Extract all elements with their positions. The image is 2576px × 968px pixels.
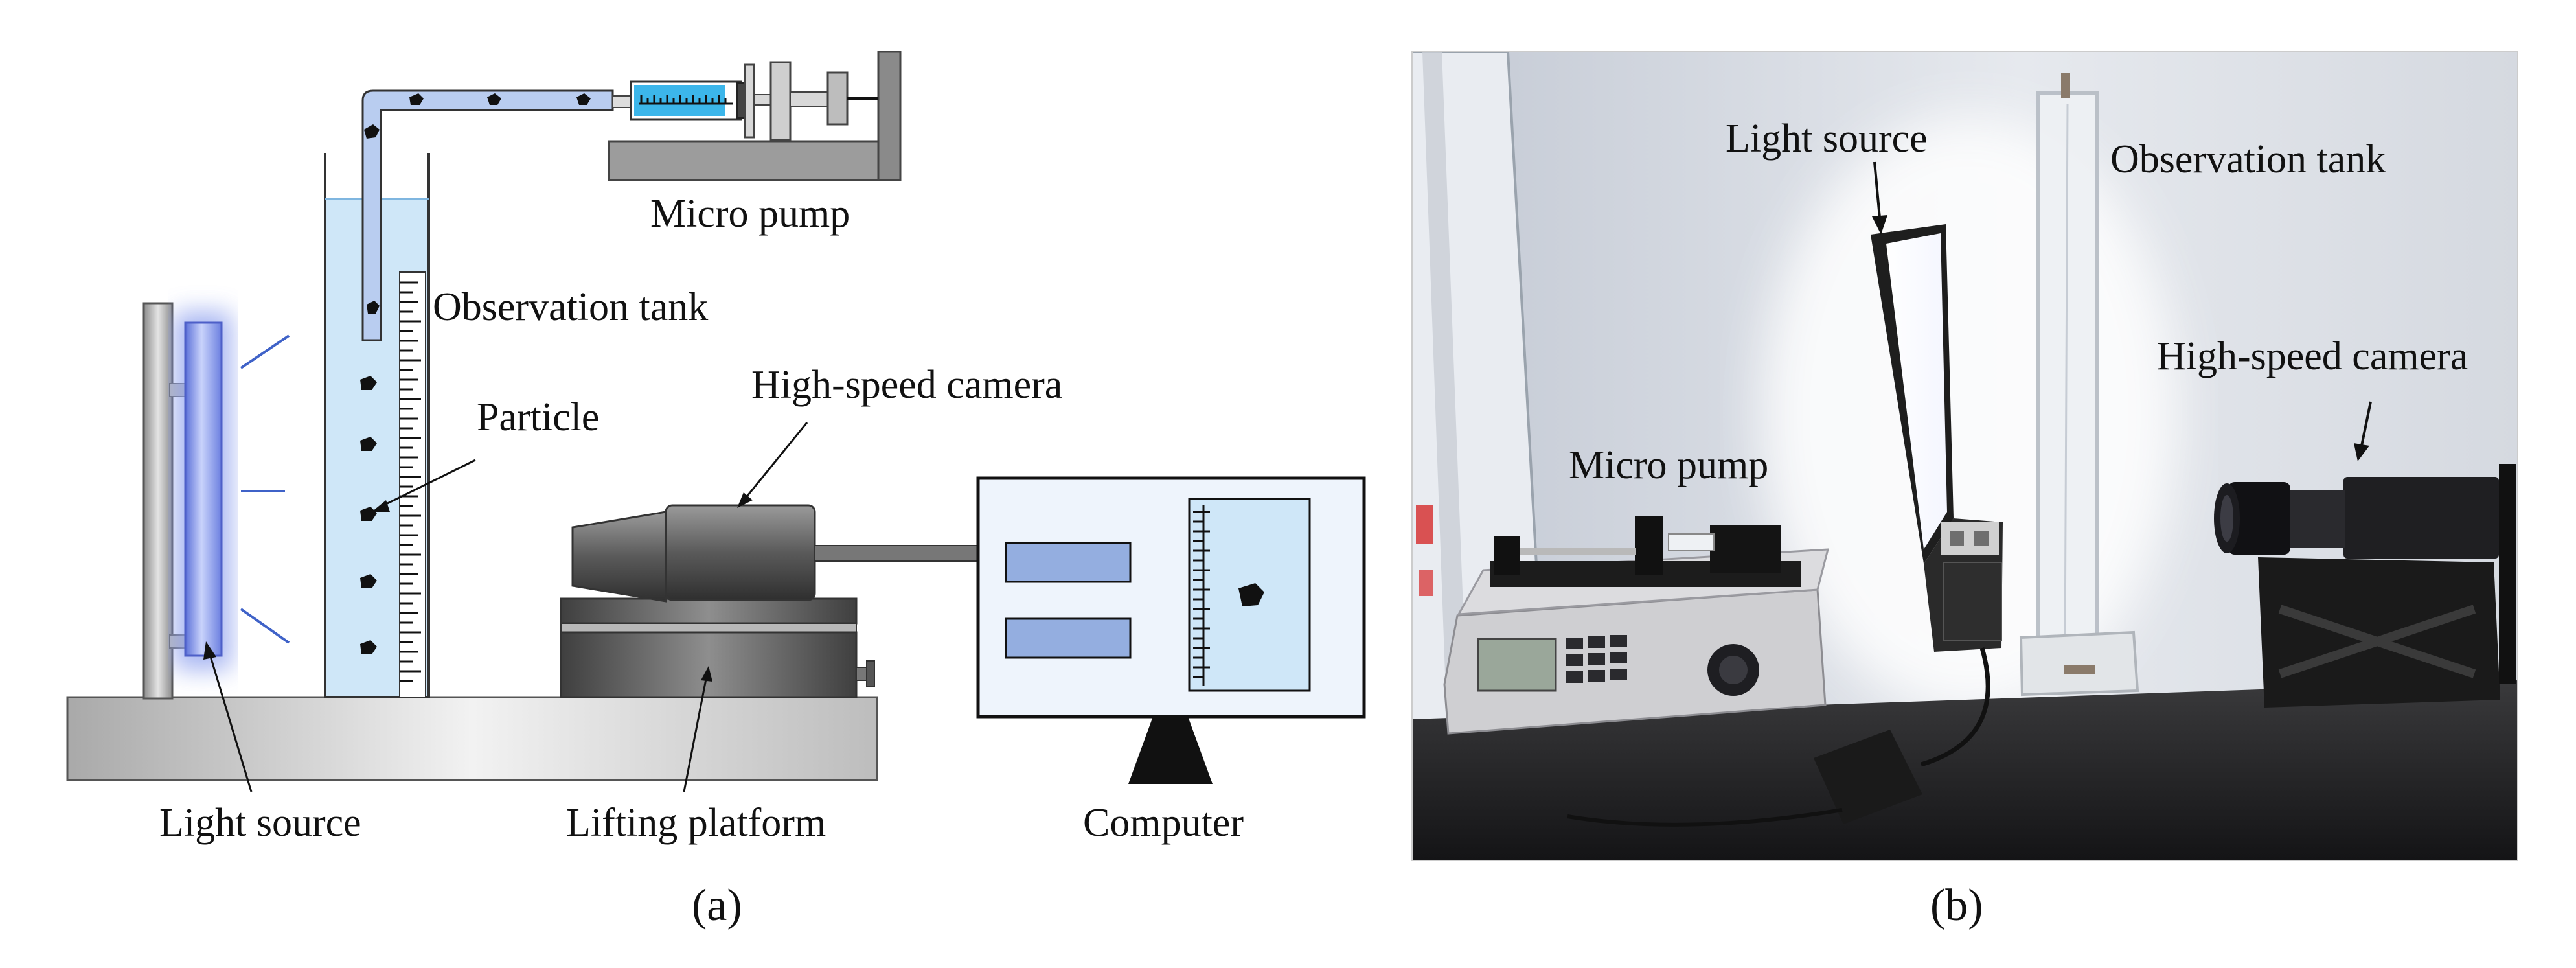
label-high-speed-camera-b: High-speed camera	[2157, 334, 2468, 378]
label-observation-tank-b: Observation tank	[2110, 137, 2386, 181]
monitor-stand	[1128, 717, 1213, 784]
label-particle-a: Particle	[477, 395, 599, 439]
label-observation-tank-a: Observation tank	[433, 285, 708, 329]
monitor-block-2	[1005, 617, 1132, 659]
monitor-view-particle	[1238, 583, 1264, 606]
photo-panel: Light source Observation tank Micro pump…	[1411, 51, 2518, 930]
panel-a-caption: (a)	[692, 881, 742, 930]
syringe-nozzle	[612, 95, 633, 108]
pump-end-plate	[877, 51, 902, 181]
base-table	[66, 696, 878, 781]
photo-observation-tank	[2019, 73, 2139, 697]
lifting-platform	[560, 597, 875, 698]
light-rays	[240, 334, 290, 644]
label-micro-pump-b: Micro pump	[1569, 443, 1768, 487]
syringe-flange	[744, 63, 755, 139]
photo-high-speed-camera	[2214, 464, 2516, 708]
pusher-block	[769, 61, 792, 141]
tank-scale-ticks	[400, 281, 421, 682]
label-high-speed-camera-a: High-speed camera	[751, 363, 1062, 407]
label-computer-a: Computer	[1083, 801, 1244, 845]
pump-base	[608, 140, 902, 181]
label-lifting-platform-a: Lifting platform	[566, 801, 826, 845]
light-panel	[184, 321, 223, 657]
schematic-leaders	[203, 422, 808, 792]
monitor-view-scale	[1193, 505, 1210, 686]
label-light-source-a: Light source	[159, 801, 361, 845]
photo-light-source	[1871, 224, 2003, 652]
camera-schematic	[571, 504, 979, 603]
label-light-source-b: Light source	[1726, 117, 1928, 161]
label-micro-pump-a: Micro pump	[650, 192, 850, 236]
photo-desk	[1412, 680, 2518, 860]
tank-scale	[399, 271, 426, 698]
syringe-pump	[608, 51, 902, 181]
tube-particles	[364, 93, 591, 314]
light-stand-pole	[142, 302, 174, 700]
monitor-block-1	[1005, 542, 1132, 583]
computer-schematic	[976, 476, 1366, 784]
pusher-knob	[826, 71, 849, 126]
panel-b-caption: (b)	[1930, 881, 1983, 930]
feed-tube	[361, 89, 614, 341]
pusher-rod	[790, 91, 830, 107]
photo-micro-pump	[1443, 516, 1829, 735]
tank-walls	[324, 153, 430, 698]
photo-leaders	[1872, 161, 2372, 461]
syringe-graduations	[639, 95, 733, 105]
tank-particles	[360, 376, 377, 654]
schematic-panel: Micro pump Observation tank Particle Hig…	[66, 51, 1366, 930]
